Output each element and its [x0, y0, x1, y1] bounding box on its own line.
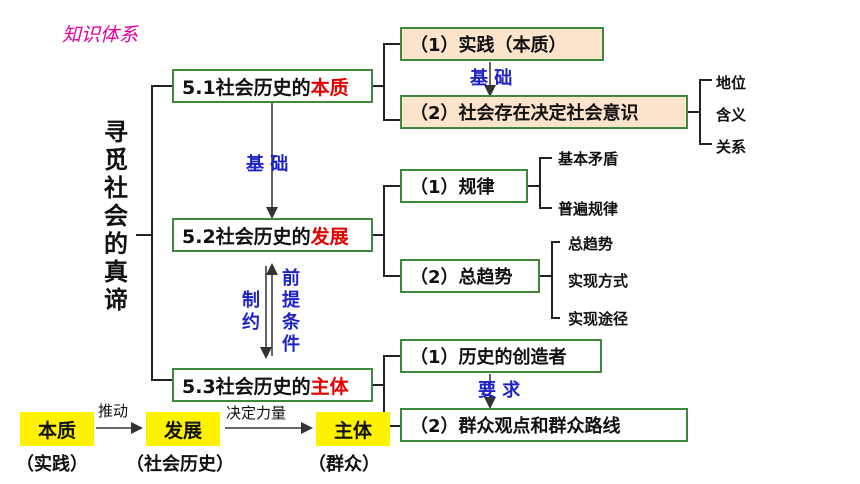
- sub-box-mass-line: （2）群众观点和群众路线: [400, 408, 688, 442]
- link-label-foundation-main: 基 础: [246, 154, 289, 175]
- leaf-general-trend: 总趋势: [568, 235, 614, 253]
- link-label-requirement: 要 求: [478, 380, 521, 401]
- sub-box-practice: （1）实践（本质）: [400, 27, 604, 61]
- knowledge-system-title: 知识体系: [62, 24, 139, 46]
- link-label-precondition: 前提条件: [282, 268, 300, 355]
- leaf-basic-contradiction: 基本矛盾: [558, 150, 619, 168]
- link-label-foundation-sub: 基 础: [470, 68, 513, 89]
- sub-box-existence-determines-consciousness: （2）社会存在决定社会意识: [400, 95, 688, 129]
- caption-masses: （群众）: [308, 454, 380, 475]
- root-bracket: [151, 85, 172, 381]
- sub-box-creators-of-history: （1）历史的创造者: [400, 339, 602, 373]
- leaf-realization-method: 实现方式: [568, 272, 629, 290]
- leaf-relation: 关系: [716, 138, 747, 156]
- bottom-box-essence: 本质: [20, 412, 94, 446]
- bracket-5-2: [383, 185, 400, 277]
- bottom-box-subject: 主体: [316, 412, 390, 446]
- leaf-universal-law: 普遍规律: [558, 200, 619, 218]
- caption-practice: （实践）: [16, 454, 88, 475]
- bracket-5-1: [383, 43, 400, 121]
- root-title: 寻觅社会的真谛: [104, 118, 128, 314]
- main-box-subject: 5.3社会历史的主体: [172, 368, 373, 402]
- sub-box-trend: （2）总趋势: [400, 259, 540, 293]
- leaf-realization-path: 实现途径: [568, 310, 629, 328]
- link-label-constraint: 制约: [242, 290, 260, 333]
- arrow-label-promote: 推动: [98, 402, 129, 420]
- main-box-development: 5.2社会历史的发展: [172, 218, 373, 252]
- caption-social-history: （社会历史）: [126, 454, 234, 475]
- bracket-5-3: [383, 355, 400, 427]
- bottom-box-development: 发展: [146, 412, 220, 446]
- arrow-label-decisive-force: 决定力量: [226, 404, 287, 422]
- main-box-essence: 5.1社会历史的本质: [172, 69, 373, 103]
- sub-box-law: （1）规律: [400, 169, 528, 203]
- leaf-meaning: 含义: [716, 106, 747, 124]
- leaf-position: 地位: [716, 74, 747, 92]
